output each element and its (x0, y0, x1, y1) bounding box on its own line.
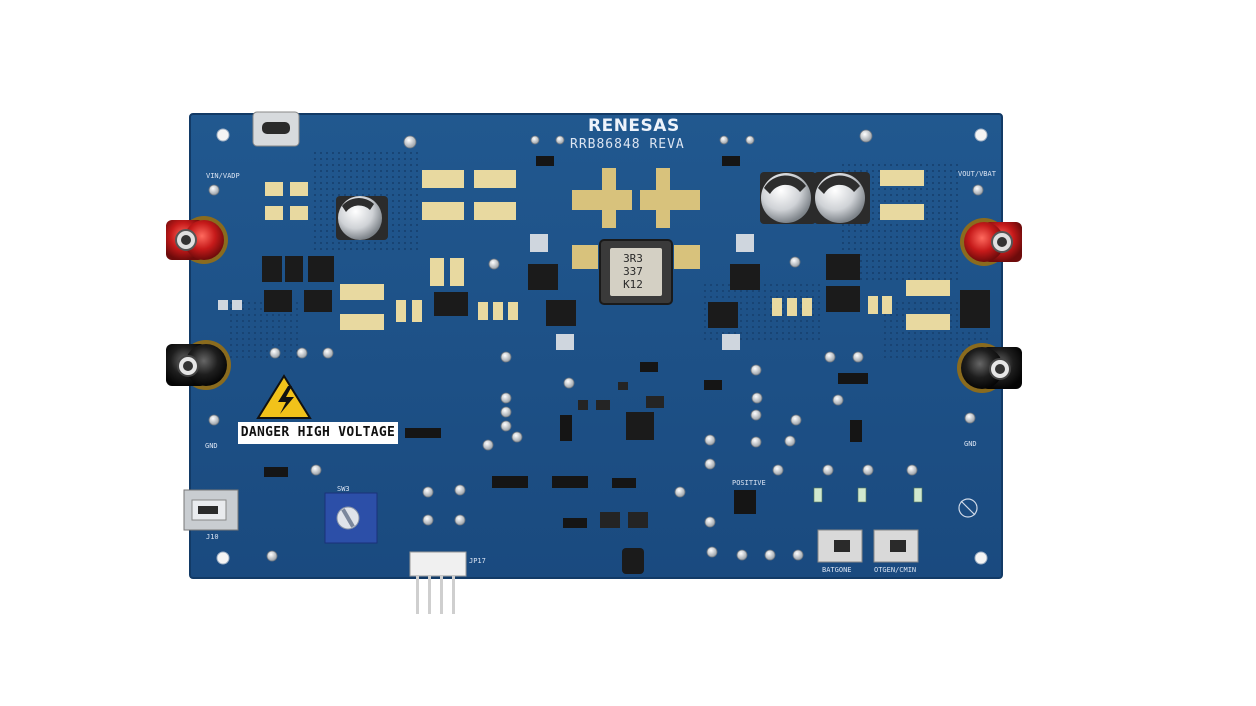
black-terminal-left (166, 340, 231, 390)
svg-text:J10: J10 (206, 533, 219, 541)
inductor-marking: 3R3 337 K12 (615, 252, 651, 291)
red-terminal-left (166, 216, 228, 264)
mounting-holes (216, 128, 988, 565)
svg-text:OTGEN/CMIN: OTGEN/CMIN (874, 566, 916, 574)
svg-text:JP17: JP17 (469, 557, 486, 565)
main-inductor (599, 239, 673, 305)
svg-text:VOUT/VBAT: VOUT/VBAT (958, 170, 997, 178)
jumpers (264, 156, 868, 528)
red-terminal-right (960, 218, 1022, 266)
high-voltage-warning-label: DANGER HIGH VOLTAGE (238, 422, 398, 444)
slide-switches (817, 529, 919, 563)
mini-usb-connector (183, 489, 239, 531)
test-points (208, 129, 984, 562)
jp17-header (409, 551, 467, 614)
electrolytic-cap-left (336, 196, 388, 240)
svg-text:SW3: SW3 (337, 485, 350, 493)
inductor-pads (572, 168, 700, 269)
pb-free-icon (958, 498, 978, 518)
leds (813, 487, 923, 503)
inductor-marking-line: 337 (623, 265, 643, 278)
mosfets (262, 254, 990, 574)
renesas-logo: RENESAS (588, 116, 680, 136)
board-part-number: RRB86848 REVA (570, 137, 685, 152)
electrolytic-cap-right-a (760, 172, 816, 224)
electrolytic-cap-right-b (814, 172, 870, 224)
svg-text:GND: GND (205, 442, 218, 450)
inductor-marking-line: K12 (623, 278, 643, 291)
svg-text:POSITIVE: POSITIVE (732, 479, 766, 487)
usb-c-connector (252, 111, 300, 147)
svg-text:VIN/VADP: VIN/VADP (206, 172, 240, 180)
black-terminal-right (957, 343, 1022, 393)
smd-pad-groups (265, 170, 950, 330)
svg-text:GND: GND (964, 440, 977, 448)
svg-text:BATGONE: BATGONE (822, 566, 852, 574)
inductor-marking-line: 3R3 (623, 252, 643, 265)
rotary-switch-sw3 (324, 492, 378, 544)
high-voltage-warning-icon (256, 374, 312, 419)
